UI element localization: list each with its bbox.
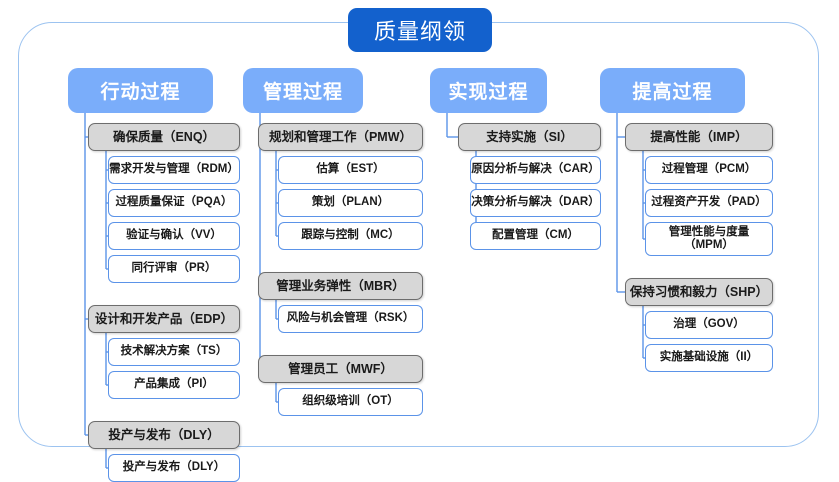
child-node[interactable]: 组织级培训（OT） [278,388,423,416]
child-node[interactable]: 过程资产开发（PAD） [645,189,773,217]
column-header-3[interactable]: 实现过程 [430,68,547,113]
diagram-title: 质量纲领 [348,8,492,52]
child-node[interactable]: 同行评审（PR） [108,255,240,283]
child-node[interactable]: 需求开发与管理（RDM） [108,156,240,184]
column-header-4[interactable]: 提高过程 [600,68,745,113]
column-header-2[interactable]: 管理过程 [243,68,363,113]
child-node[interactable]: 估算（EST） [278,156,423,184]
parent-node[interactable]: 投产与发布（DLY） [88,421,240,449]
child-node[interactable]: 管理性能与度量（MPM） [645,222,773,256]
child-node[interactable]: 跟踪与控制（MC） [278,222,423,250]
child-node[interactable]: 验证与确认（VV） [108,222,240,250]
child-node[interactable]: 投产与发布（DLY） [108,454,240,482]
parent-node[interactable]: 提高性能（IMP） [625,123,773,151]
child-node[interactable]: 风险与机会管理（RSK） [278,305,423,333]
parent-node[interactable]: 保持习惯和毅力（SHP） [625,278,773,306]
parent-node[interactable]: 支持实施（SI） [458,123,601,151]
child-node[interactable]: 实施基础设施（II） [645,344,773,372]
child-node[interactable]: 策划（PLAN） [278,189,423,217]
child-node[interactable]: 配置管理（CM） [470,222,601,250]
parent-node[interactable]: 管理业务弹性（MBR） [258,272,423,300]
child-node[interactable]: 治理（GOV） [645,311,773,339]
parent-node[interactable]: 规划和管理工作（PMW） [258,123,423,151]
column-header-1[interactable]: 行动过程 [68,68,213,113]
parent-node[interactable]: 设计和开发产品（EDP） [88,305,240,333]
child-node[interactable]: 过程管理（PCM） [645,156,773,184]
child-node[interactable]: 技术解决方案（TS） [108,338,240,366]
child-node[interactable]: 原因分析与解决（CAR） [470,156,601,184]
diagram-canvas: 质量纲领 行动过程确保质量（ENQ） 需求开发与管理（RDM） 过程质量保证（PQA… [18,8,819,482]
child-node[interactable]: 产品集成（PI） [108,371,240,399]
child-node[interactable]: 过程质量保证（PQA） [108,189,240,217]
parent-node[interactable]: 管理员工（MWF） [258,355,423,383]
parent-node[interactable]: 确保质量（ENQ） [88,123,240,151]
child-node[interactable]: 决策分析与解决（DAR） [470,189,601,217]
